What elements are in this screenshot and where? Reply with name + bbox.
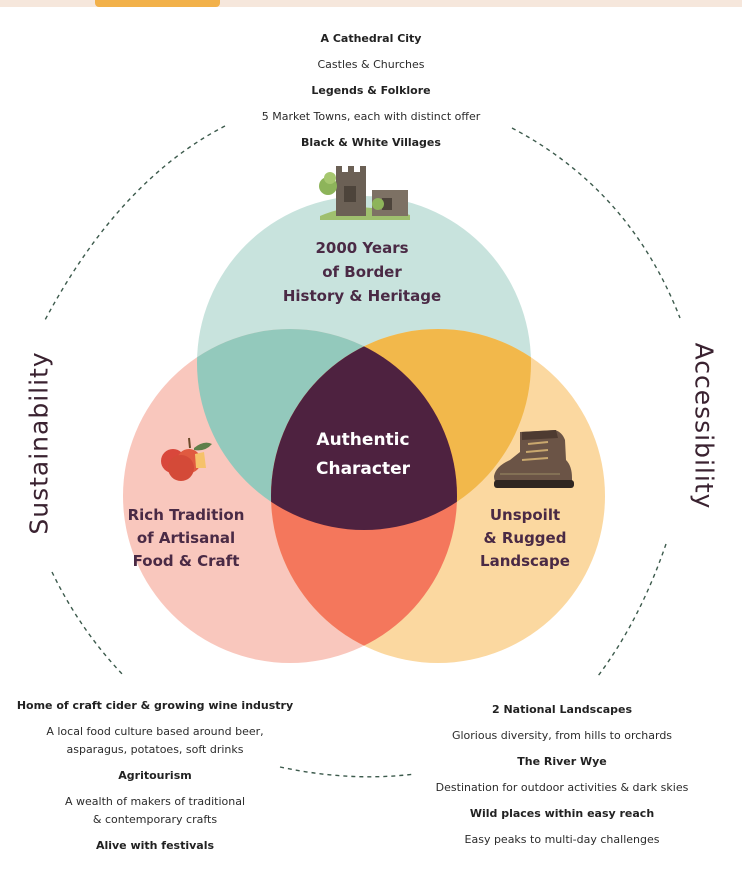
- food-label: Rich Tradition of Artisanal Food & Craft: [101, 504, 271, 573]
- top-accent-tab: [95, 0, 220, 7]
- feature-text: A wealth of makers of traditional: [65, 795, 245, 808]
- heritage-label: 2000 Years of Border History & Heritage: [262, 236, 462, 308]
- spacer: [5, 759, 305, 767]
- apple-icon: [161, 437, 212, 481]
- overlap-center: [271, 329, 457, 530]
- ring-arc-bottom-right: [597, 543, 667, 677]
- ring-arc-top-right: [511, 127, 681, 319]
- feature-text: & contemporary crafts: [92, 813, 218, 826]
- landscape-label: Unspoilt & Rugged Landscape: [450, 504, 600, 573]
- feature-text: Destination for outdoor activities & dar…: [435, 781, 689, 794]
- feature-heading: Black & White Villages: [301, 136, 441, 149]
- heritage-label-line: 2000 Years: [315, 239, 409, 257]
- top-band: [0, 0, 742, 7]
- feature-text: A local food culture based around beer,: [46, 725, 264, 738]
- feature-heading: The River Wye: [517, 755, 607, 768]
- food-label-line: Rich Tradition: [127, 506, 245, 524]
- feature-heading: Alive with festivals: [95, 839, 215, 852]
- ring-arc-bottom-left: [51, 571, 125, 677]
- spacer: [5, 829, 305, 837]
- ring-word-accessibility: Accessibility: [689, 342, 719, 510]
- feature-text: Castles & Churches: [317, 58, 425, 71]
- feature-heading: Wild places within easy reach: [469, 807, 655, 820]
- food-label-line: Food & Craft: [132, 552, 240, 570]
- outer-ring: [44, 125, 681, 778]
- feature-text: 5 Market Towns, each with distinct offer: [261, 110, 481, 123]
- ring-word-sustainability: Sustainability: [24, 351, 54, 535]
- landscape-label-line: & Rugged: [483, 529, 567, 547]
- feature-heading: Legends & Folklore: [311, 84, 431, 97]
- landscape-label-line: Landscape: [480, 552, 570, 570]
- spacer: [5, 785, 305, 793]
- feature-heading: A Cathedral City: [320, 32, 422, 45]
- feature-text: asparagus, potatoes, soft drinks: [66, 743, 244, 756]
- landscape-label-line: Unspoilt: [489, 506, 561, 524]
- ring-arc-top-left: [44, 125, 226, 321]
- feature-text: Easy peaks to multi-day challenges: [464, 833, 660, 846]
- center-label-line: Character: [315, 459, 411, 479]
- spacer: [5, 715, 305, 723]
- center-label: Authentic Character: [290, 426, 436, 484]
- heritage-label-line: History & Heritage: [282, 287, 442, 305]
- feature-heading: 2 National Landscapes: [491, 703, 633, 716]
- heritage-label-line: of Border: [322, 263, 402, 281]
- bottom-left-text-block: Home of craft cider & growing wine indus…: [5, 697, 305, 855]
- feature-text: Glorious diversity, from hills to orchar…: [451, 729, 673, 742]
- feature-heading: Home of craft cider & growing wine indus…: [16, 699, 294, 712]
- center-label-line: Authentic: [316, 430, 410, 450]
- castle-ruin-icon: [319, 166, 410, 220]
- feature-heading: Agritourism: [118, 769, 192, 782]
- hiking-boot-icon: [494, 430, 574, 488]
- food-label-line: of Artisanal: [136, 529, 236, 547]
- ring-arc-bottom: [279, 766, 416, 778]
